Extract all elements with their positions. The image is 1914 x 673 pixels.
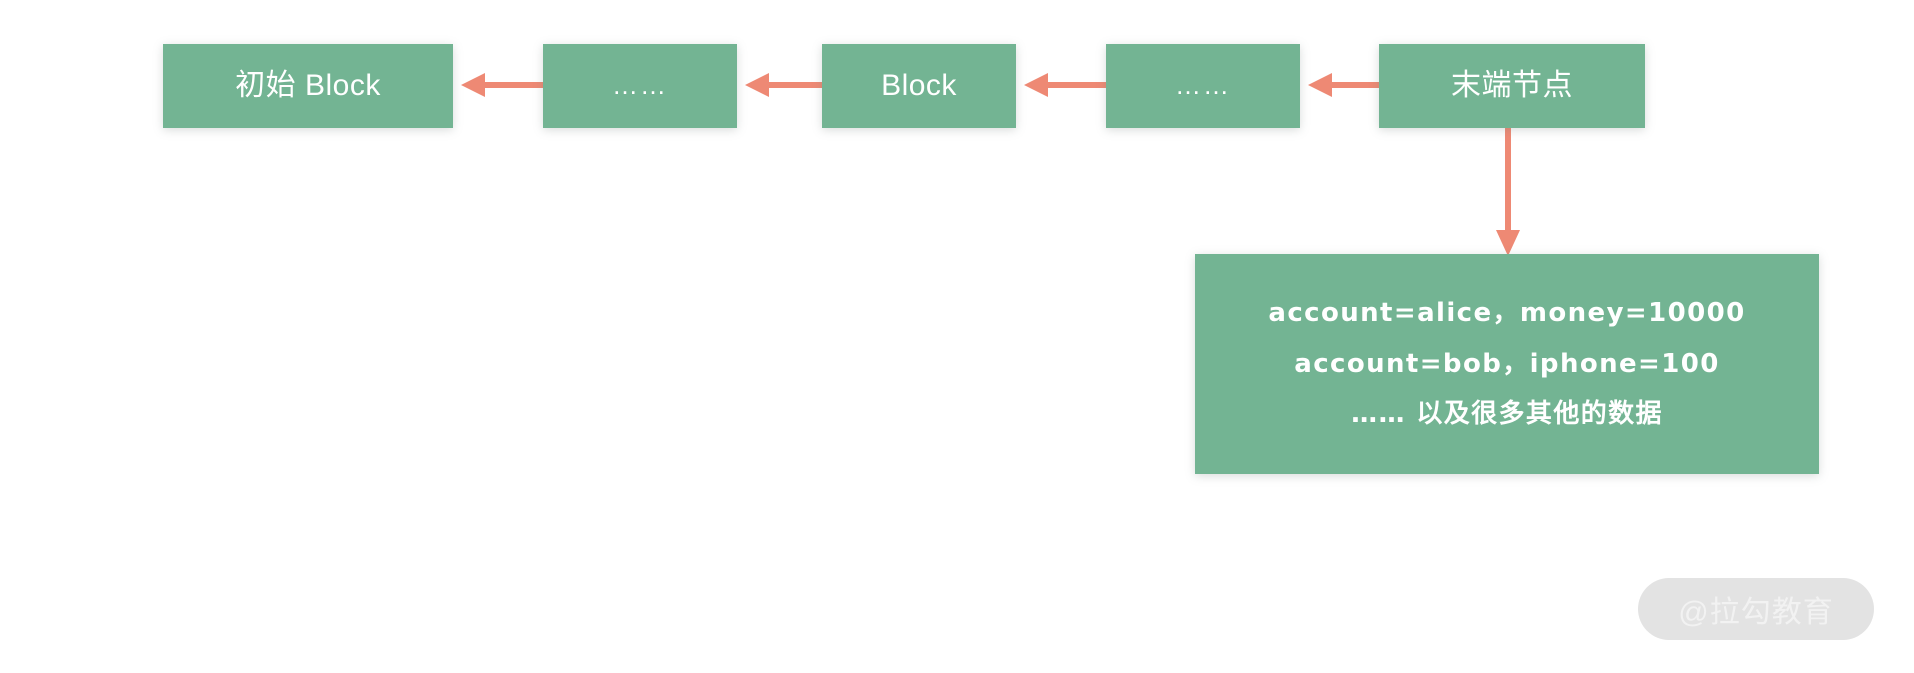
state-data-line-more: …… 以及很多其他的数据 [1351,399,1663,430]
state-data-node[interactable]: account=alice，money=10000 account=bob，ip… [1195,254,1819,474]
block-node-block[interactable]: Block [822,44,1016,128]
block-node-genesis-label: 初始 Block [235,69,381,102]
block-node-gap-1[interactable]: …… [543,44,737,128]
arrow-tail-to-gap2 [1300,70,1381,100]
block-node-genesis[interactable]: 初始 Block [163,44,453,128]
block-node-gap-1-label: …… [612,70,668,101]
arrow-gap1-to-genesis [453,70,545,100]
arrow-gap2-to-block [1016,70,1108,100]
arrow-tail-to-data [1493,126,1523,258]
block-node-tail[interactable]: 末端节点 [1379,44,1645,128]
watermark-label: @拉勾教育 [1678,596,1834,629]
arrow-block-to-gap1 [737,70,824,100]
watermark-badge: @拉勾教育 [1638,578,1874,640]
state-data-line-account-bob: account=bob，iphone=100 [1294,348,1720,379]
state-data-line-account-alice: account=alice，money=10000 [1268,297,1746,328]
block-node-block-label: Block [881,69,957,102]
block-node-gap-2[interactable]: …… [1106,44,1300,128]
block-node-tail-label: 末端节点 [1451,69,1573,102]
block-node-gap-2-label: …… [1175,70,1231,101]
